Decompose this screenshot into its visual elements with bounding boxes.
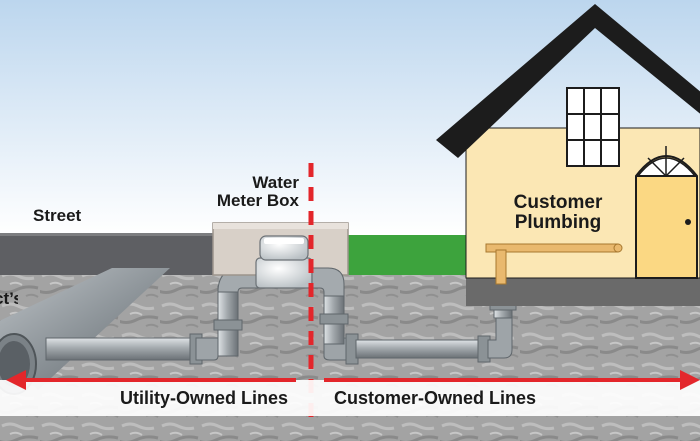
- interior-plumbing-pipe: [485, 243, 623, 285]
- water-meter-box-label: Water Meter Box: [213, 174, 299, 210]
- district-main-label: ct’s: [0, 290, 18, 308]
- water-meter-label-line1: Water: [252, 173, 299, 192]
- ownership-label-band: [0, 380, 700, 416]
- street-label: Street: [33, 206, 82, 225]
- water-meter-label-line2: Meter Box: [216, 190, 299, 210]
- house-window: [566, 87, 620, 167]
- customer-plumbing-label: Customer Plumbing: [503, 193, 613, 233]
- house: [436, 4, 700, 306]
- customer-plumbing-label-line2: Plumbing: [514, 211, 602, 233]
- customer-plumbing-label-line1: Customer: [513, 192, 603, 213]
- utility-service-pipe: [45, 267, 259, 365]
- customer-owned-lines-label: Customer-Owned Lines: [334, 388, 537, 408]
- grass-strip: [348, 235, 468, 277]
- utility-owned-arrow: [6, 370, 296, 390]
- water-meter: [255, 235, 313, 289]
- customer-service-pipe: [311, 267, 517, 365]
- house-door: [635, 146, 698, 279]
- customer-owned-arrow: [324, 370, 700, 390]
- street-curb: [0, 233, 348, 236]
- utility-owned-lines-label: Utility-Owned Lines: [120, 388, 289, 408]
- house-roof: [436, 4, 700, 158]
